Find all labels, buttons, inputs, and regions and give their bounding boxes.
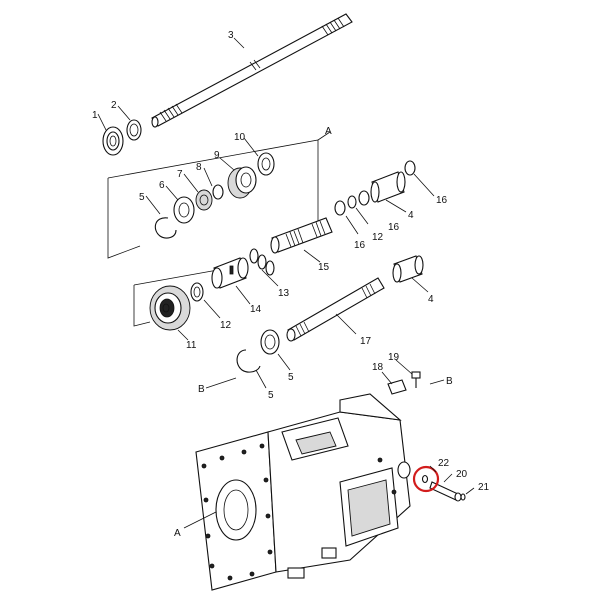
- part-3-main-shaft: [151, 13, 353, 128]
- label-3: 3: [228, 30, 234, 41]
- leader-lines: [97, 37, 475, 529]
- part-21-o-ring: [460, 493, 466, 501]
- part-5-snap-ring-lower: [236, 349, 261, 373]
- label-ref-a-lower: A: [174, 528, 181, 539]
- label-18: 18: [372, 362, 384, 373]
- part-6-bearing: [173, 196, 195, 224]
- part-16-ring-low: [334, 200, 346, 216]
- part-18-plate: [387, 379, 407, 395]
- label-11: 11: [186, 340, 197, 351]
- part-20-pin: [429, 481, 462, 502]
- label-12-lower: 12: [220, 320, 232, 331]
- label-14: 14: [250, 304, 262, 315]
- label-8: 8: [196, 162, 202, 173]
- part-10-bearing: [257, 152, 275, 176]
- label-13: 13: [278, 288, 290, 299]
- label-ref-a-upper: A: [325, 126, 332, 137]
- label-5-bottom: 5: [268, 390, 274, 401]
- part-17-shaft: [286, 277, 385, 342]
- label-15: 15: [318, 262, 330, 273]
- label-16-low: 16: [354, 240, 366, 251]
- label-4-upper: 4: [408, 210, 414, 221]
- part-2-ring: [126, 119, 142, 141]
- part-11-hub: [149, 285, 191, 331]
- label-10: 10: [234, 132, 246, 143]
- part-labels: 3 1 2 A 10 9 8 7 6 5 16 4 16 12 16 15 13…: [92, 30, 490, 539]
- transmission-housing: [195, 393, 411, 591]
- part-15-shaft: [270, 217, 333, 254]
- label-19: 19: [388, 352, 400, 363]
- label-5-lower: 5: [288, 372, 294, 383]
- part-16-ring-mid: [358, 190, 370, 206]
- highlight-circle: [412, 465, 440, 493]
- part-bearing-lower: [260, 329, 280, 355]
- label-2: 2: [111, 100, 117, 111]
- bracket-a: [107, 131, 331, 259]
- part-5-snap-ring-upper: [154, 217, 177, 239]
- label-21: 21: [478, 482, 490, 493]
- label-7: 7: [177, 169, 183, 180]
- part-4-sleeve-lower: [392, 255, 424, 283]
- label-16-top: 16: [436, 195, 448, 206]
- part-16-ring-top: [404, 160, 416, 176]
- part-8-ring: [212, 184, 224, 200]
- label-20: 20: [456, 469, 468, 480]
- label-ref-b-right: B: [446, 376, 453, 387]
- label-ref-b-left: B: [198, 384, 205, 395]
- part-12-ring-lower: [190, 282, 204, 302]
- part-19-bolt: [411, 371, 421, 388]
- part-14-sleeve: [211, 257, 249, 289]
- label-1: 1: [92, 110, 98, 121]
- label-9: 9: [214, 150, 220, 161]
- part-1-bearing: [102, 126, 124, 156]
- label-12-upper: 12: [372, 232, 384, 243]
- label-6: 6: [159, 180, 165, 191]
- part-12-ring-upper: [347, 195, 357, 209]
- label-5-upper: 5: [139, 192, 145, 203]
- label-4-lower: 4: [428, 294, 434, 305]
- label-22: 22: [438, 458, 450, 469]
- label-16-mid: 16: [388, 222, 400, 233]
- part-13-o-rings: [249, 248, 275, 276]
- part-9-gear: [227, 166, 257, 199]
- part-7-needle-bearing: [195, 189, 213, 211]
- part-4-sleeve-upper: [370, 171, 406, 203]
- part-22-o-ring: [421, 474, 429, 484]
- label-17: 17: [360, 336, 372, 347]
